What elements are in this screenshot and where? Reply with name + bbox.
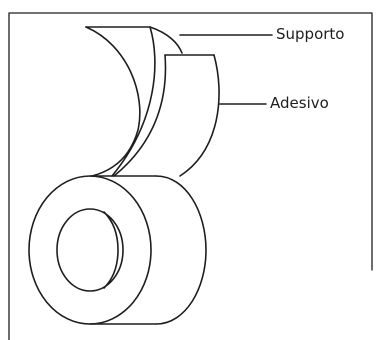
backing-left-edge	[86, 27, 140, 176]
supporto-label: Supporto	[276, 27, 344, 42]
roll-back-face-arc	[156, 176, 206, 324]
roll-front-face	[29, 176, 151, 324]
figure-border	[9, 13, 372, 340]
backing-strip	[86, 27, 182, 176]
adhesive-strip	[114, 55, 219, 176]
adesivo-label: Adesivo	[270, 96, 329, 111]
adhesive-right-edge	[180, 55, 219, 176]
roll-core-hole	[57, 209, 123, 291]
backing-mid-edge	[112, 27, 155, 176]
tape-roll	[29, 176, 206, 324]
